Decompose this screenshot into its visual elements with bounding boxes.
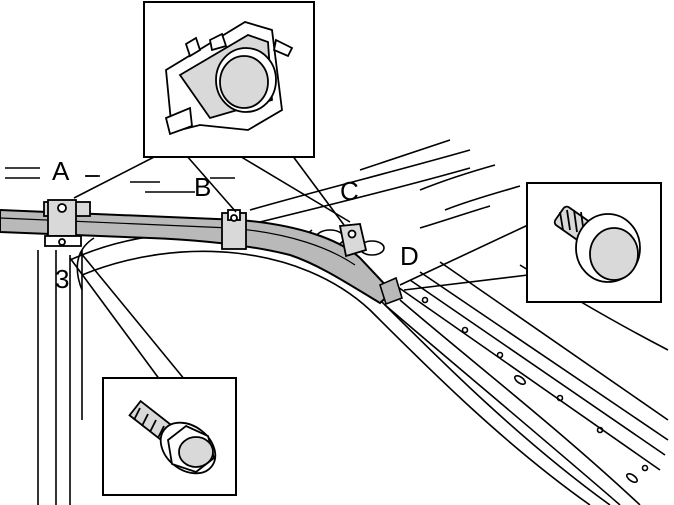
- label-a: A: [52, 156, 70, 186]
- callout-panel-clip: [143, 1, 315, 158]
- clip-a: [43, 199, 91, 247]
- clip-b: [221, 209, 247, 250]
- callout-panel-pushpin: [526, 182, 662, 303]
- clip-c: [338, 223, 368, 258]
- callout-panel-bolt: [102, 377, 237, 496]
- label-d: D: [400, 241, 419, 271]
- label-c: C: [340, 176, 359, 206]
- label-b: B: [194, 172, 211, 202]
- leader-lines: [69, 154, 529, 381]
- push-clip-detail: [164, 21, 294, 136]
- push-pin-icon: [553, 205, 641, 283]
- label-3: 3: [55, 264, 69, 294]
- clip-d: [379, 276, 403, 306]
- flange-bolt-icon: [128, 399, 217, 475]
